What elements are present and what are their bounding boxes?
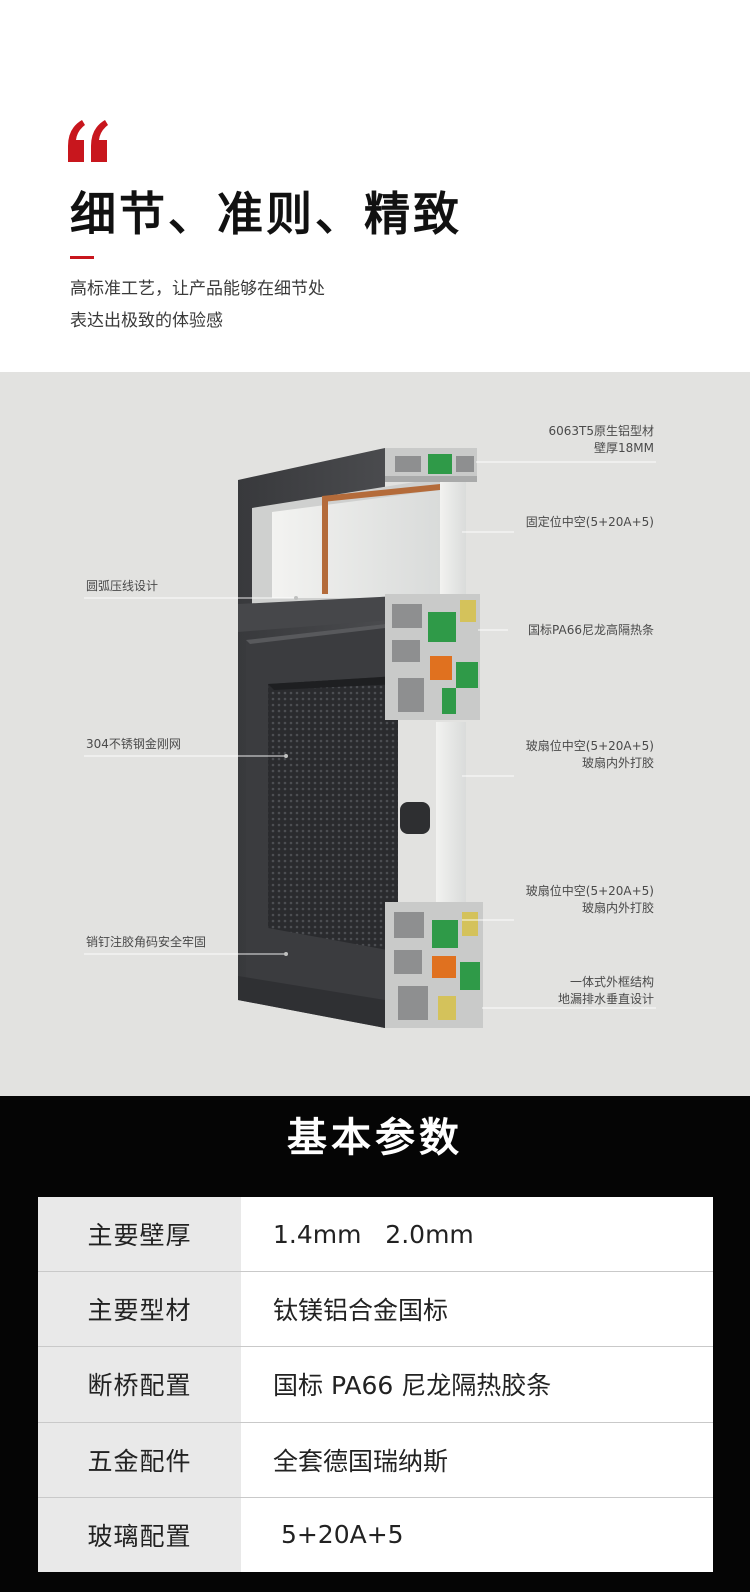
- param-value: 钛镁铝合金国标: [241, 1271, 713, 1348]
- table-row: 断桥配置 国标 PA66 尼龙隔热胶条: [38, 1346, 713, 1423]
- callout-profile-material: 6063T5原生铝型材 壁厚18MM: [548, 423, 654, 457]
- callout-line: 玻扇位中空(5+20A+5): [525, 739, 654, 753]
- table-row: 玻璃配置 5+20A+5: [38, 1497, 713, 1572]
- param-value: 国标 PA66 尼龙隔热胶条: [241, 1346, 713, 1423]
- callout-arc-bead: 圆弧压线设计: [86, 578, 158, 595]
- callout-line: 地漏排水垂直设计: [557, 992, 654, 1006]
- callout-line: 圆弧压线设计: [86, 579, 159, 593]
- callout-line: 壁厚18MM: [594, 441, 654, 455]
- top-profile: [385, 448, 477, 482]
- callout-line: 玻扇内外打胶: [581, 756, 654, 770]
- param-key: 主要壁厚: [38, 1197, 241, 1273]
- param-value: 5+20A+5: [273, 1520, 404, 1550]
- headline: 细节、准则、精致: [70, 187, 462, 241]
- callout-outer-frame: 一体式外框结构 地漏排水垂直设计: [558, 974, 654, 1008]
- callout-line: 国标PA66尼龙高隔热条: [528, 623, 654, 637]
- param-key: 玻璃配置: [38, 1497, 241, 1572]
- callout-line: 一体式外框结构: [569, 975, 654, 989]
- table-row: 主要壁厚 1.4mm 2.0mm: [38, 1197, 713, 1273]
- param-value: 1.4mm 2.0mm: [241, 1197, 713, 1273]
- callout-line: 玻扇位中空(5+20A+5): [525, 884, 654, 898]
- callout-sash-glass-upper: 玻扇位中空(5+20A+5) 玻扇内外打胶: [526, 738, 654, 772]
- param-value: 全套德国瑞纳斯: [241, 1422, 713, 1498]
- quote-mark-icon: [68, 120, 108, 162]
- intro-section: 细节、准则、精致 高标准工艺，让产品能够在细节处 表达出极致的体验感: [0, 0, 750, 372]
- callout-line: 6063T5原生铝型材: [548, 424, 654, 438]
- param-key: 五金配件: [38, 1422, 241, 1498]
- callout-line: 304不锈钢金刚网: [86, 737, 181, 751]
- bottom-profile: [385, 902, 483, 1028]
- params-title: 基本参数: [287, 1115, 463, 1161]
- callout-sash-glass-lower: 玻扇位中空(5+20A+5) 玻扇内外打胶: [526, 883, 654, 917]
- callout-fixed-glass: 固定位中空(5+20A+5): [526, 514, 654, 531]
- callout-corner-joint: 销钉注胶角码安全牢固: [86, 934, 206, 951]
- callout-steel-mesh: 304不锈钢金刚网: [86, 736, 181, 753]
- param-key: 主要型材: [38, 1271, 241, 1348]
- basic-params-section: 基本参数 主要壁厚 1.4mm 2.0mm 主要型材 钛镁铝合金国标 断桥配置 …: [0, 1096, 750, 1592]
- param-key: 断桥配置: [38, 1346, 241, 1423]
- params-table: 主要壁厚 1.4mm 2.0mm 主要型材 钛镁铝合金国标 断桥配置 国标 PA…: [38, 1197, 713, 1572]
- subtitle-line: 表达出极致的体验感: [70, 311, 223, 331]
- subtitle: 高标准工艺，让产品能够在细节处 表达出极致的体验感: [70, 273, 325, 337]
- middle-profile: [385, 594, 480, 720]
- table-row: 五金配件 全套德国瑞纳斯: [38, 1422, 713, 1498]
- subtitle-line: 高标准工艺，让产品能够在细节处: [70, 279, 325, 299]
- product-detail-section: 6063T5原生铝型材 壁厚18MM 固定位中空(5+20A+5) 国标PA66…: [0, 372, 750, 1096]
- accent-rule: [70, 256, 94, 259]
- callout-line: 销钉注胶角码安全牢固: [86, 935, 207, 949]
- steel-mesh: [268, 676, 398, 952]
- window-cross-section-illustration: [84, 448, 656, 1028]
- table-row: 主要型材 钛镁铝合金国标: [38, 1271, 713, 1348]
- callout-thermal-strip: 国标PA66尼龙高隔热条: [528, 622, 654, 639]
- callout-line: 玻扇内外打胶: [581, 901, 654, 915]
- callout-line: 固定位中空(5+20A+5): [525, 515, 654, 529]
